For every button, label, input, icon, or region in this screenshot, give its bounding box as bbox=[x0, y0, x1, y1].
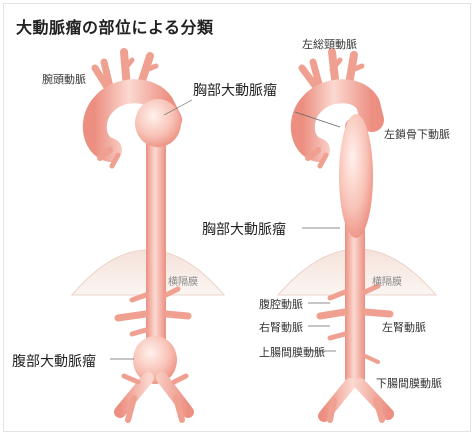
label-right-diaphragm: 横隔膜 bbox=[372, 273, 402, 288]
label-superior-mesenteric-artery: 上腸間膜動脈 bbox=[259, 344, 325, 360]
figure-title: 大動脈瘤の部位による分類 bbox=[16, 14, 214, 38]
label-left-thoracic-aneurysm: 胸部大動脈瘤 bbox=[193, 80, 277, 100]
right-aorta-figure bbox=[278, 52, 436, 420]
label-left-subclavian: 左鎖骨下動脈 bbox=[384, 126, 450, 142]
label-right-renal-artery: 右腎動脈 bbox=[259, 319, 303, 335]
label-inferior-mesenteric-artery: 下腸間膜動脈 bbox=[376, 375, 442, 391]
label-left-common-carotid: 左総頸動脈 bbox=[302, 36, 357, 52]
label-brachiocephalic-artery: 腕頭動脈 bbox=[42, 71, 86, 87]
label-right-thoracic-aneurysm: 胸部大動脈瘤 bbox=[202, 219, 286, 239]
label-abdominal-aneurysm: 腹部大動脈瘤 bbox=[12, 351, 96, 371]
label-left-diaphragm: 横隔膜 bbox=[168, 273, 198, 288]
label-celiac-artery: 腹腔動脈 bbox=[259, 296, 303, 312]
label-left-renal-artery: 左腎動脈 bbox=[382, 319, 426, 335]
